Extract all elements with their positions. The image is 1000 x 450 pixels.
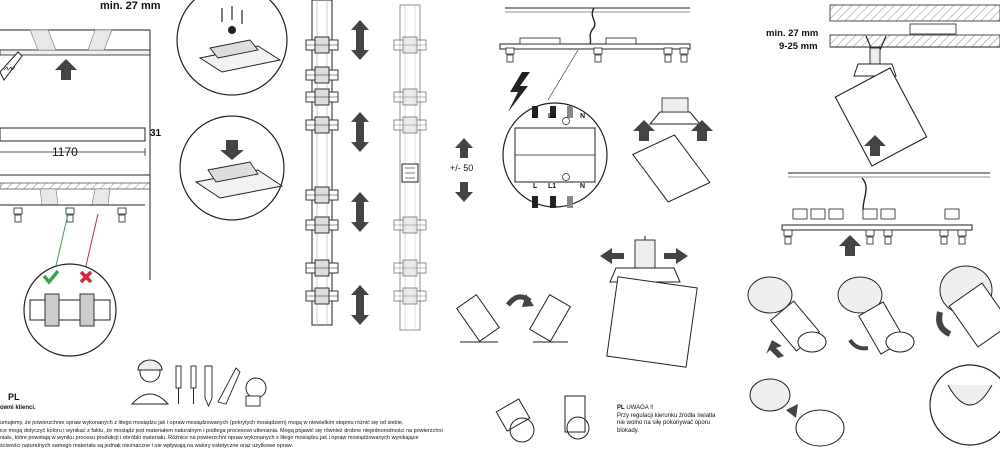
footer-line-2: ice mogą dotyczyć koloru i wynikać z fak… — [0, 427, 443, 434]
tools-illustration — [130, 359, 267, 408]
warning-body: Przy regulacji kierunku źródła światła n… — [617, 412, 716, 434]
panel-b-mounting — [176, 0, 288, 221]
terminal-label-l1: L1 — [548, 113, 557, 120]
adjust-range-label: +/- 50 — [450, 163, 474, 173]
warning-title: UWAGA !! — [626, 405, 654, 411]
terminal-label-l1-bottom: L1 — [548, 183, 557, 190]
min-depth-label: min. 27 mm — [100, 0, 161, 12]
terminal-label-n-bottom: N — [580, 183, 586, 190]
cutout-min-depth: min. 27 mm — [766, 28, 819, 39]
footer-brass-notice: umujemy, że powierzchnie opraw wykonanyc… — [0, 420, 455, 450]
cutout-thickness-range: 9-25 mm — [779, 41, 818, 52]
warning-note: PL UWAGA !! Przy regulacji kierunku źród… — [617, 405, 717, 435]
footer-line-4: ściwości naturalnych samego materiału są… — [0, 442, 293, 449]
panel-d-wiring — [456, 7, 713, 443]
panel-c-clips — [305, 0, 473, 331]
terminal-label-n: N — [580, 113, 586, 120]
footer-line-1: umujemy, że powierzchnie opraw wykonanyc… — [0, 420, 404, 426]
footer-clients: owni klienci. — [0, 405, 36, 411]
profile-length-label: 1170 — [52, 145, 78, 159]
panel-a-ceiling-install — [0, 29, 151, 357]
warning-lang: PL — [617, 405, 625, 411]
footer-line-3: niału, które powstają w wyniku procesu p… — [0, 435, 419, 441]
panel-e-ceiling-cutout — [747, 4, 1000, 447]
footer-lang: PL — [8, 392, 20, 402]
terminal-label-l-bottom: L — [533, 183, 538, 190]
terminal-label-l: L — [533, 113, 538, 120]
profile-height-label: 31 — [150, 128, 162, 139]
